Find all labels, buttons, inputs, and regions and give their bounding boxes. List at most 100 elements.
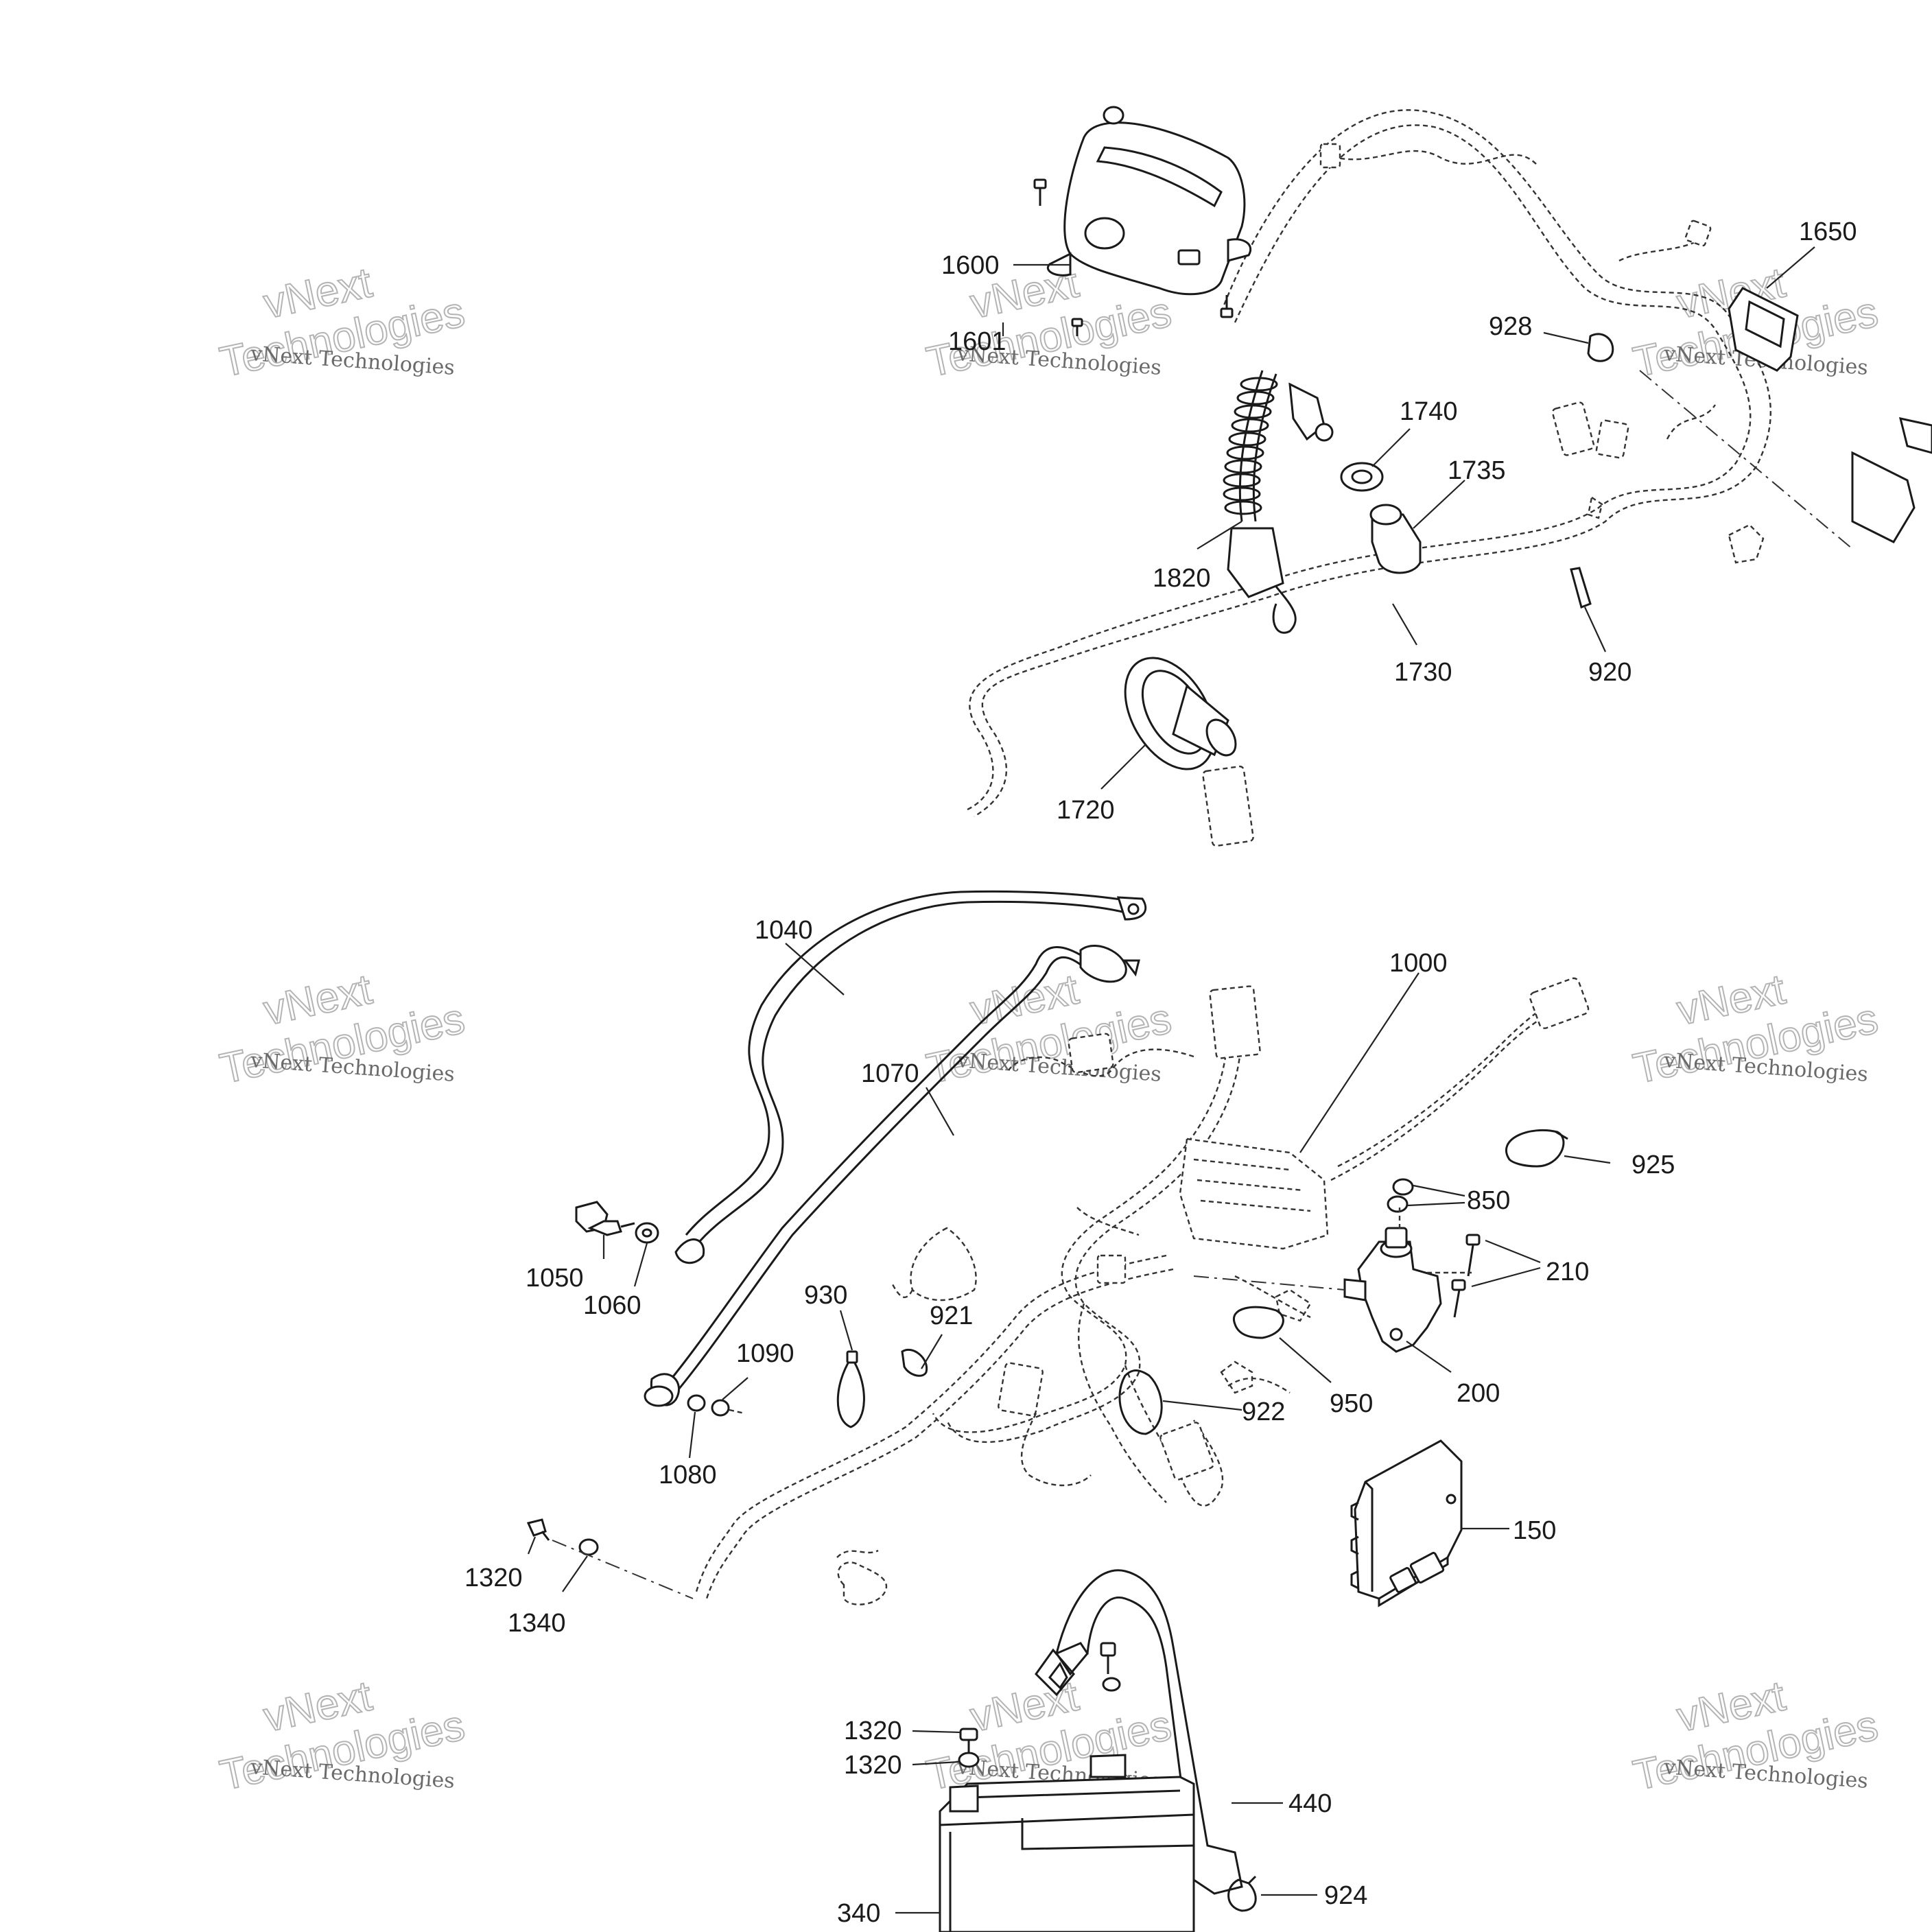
- part-label-1080: 1080: [659, 1461, 717, 1489]
- part-label-1320: 1320: [844, 1717, 902, 1745]
- washer-1060: [635, 1222, 659, 1244]
- part-label-1050: 1050: [526, 1264, 584, 1293]
- leader-line: [1485, 1239, 1541, 1264]
- leader-line: [1584, 606, 1606, 652]
- solenoid-200: [1193, 1208, 1472, 1353]
- part-label-928: 928: [1489, 312, 1532, 341]
- leader-line: [1299, 972, 1419, 1153]
- harness-connector: [1595, 419, 1629, 459]
- screw-210: [1451, 1234, 1481, 1318]
- grommet-1720: [1124, 657, 1237, 770]
- nut-1080: [687, 1394, 706, 1412]
- harness-connector: [1159, 1422, 1214, 1481]
- harness-connector: [1068, 1033, 1114, 1074]
- leader-line: [912, 1730, 961, 1734]
- leader-line: [1564, 1155, 1611, 1164]
- leader-line: [912, 1760, 960, 1766]
- tie-930: [836, 1350, 865, 1428]
- leader-line: [1162, 1400, 1242, 1411]
- leader-line: [562, 1555, 588, 1592]
- part-label-1601: 1601: [948, 327, 1006, 356]
- leader-line: [1543, 331, 1589, 344]
- leader-line: [527, 1536, 537, 1555]
- part-label-1820: 1820: [1153, 564, 1211, 593]
- part-label-340: 340: [837, 1899, 880, 1928]
- harness-connector: [1684, 220, 1712, 247]
- harness-connector: [998, 1362, 1044, 1417]
- part-label-1320: 1320: [464, 1564, 523, 1592]
- part-label-950: 950: [1330, 1389, 1373, 1418]
- harness-connector: [1209, 985, 1261, 1059]
- ignition-switch: [1084, 217, 1125, 250]
- part-label-922: 922: [1242, 1398, 1285, 1426]
- part-label-1000: 1000: [1389, 949, 1448, 978]
- center-line: [1639, 370, 1853, 550]
- part-label-440: 440: [1288, 1789, 1332, 1818]
- tie-924: [1227, 1875, 1257, 1912]
- leader-line: [1392, 603, 1417, 646]
- tie-925: [1505, 1129, 1568, 1168]
- part-label-200: 200: [1457, 1379, 1500, 1408]
- part-label-1340: 1340: [508, 1609, 566, 1638]
- leader-line: [1413, 1184, 1465, 1197]
- leader-line: [1371, 428, 1411, 467]
- part-label-850: 850: [1467, 1186, 1510, 1215]
- part-label-1720: 1720: [1057, 796, 1115, 825]
- part-label-1090: 1090: [736, 1339, 794, 1368]
- part-label-1060: 1060: [583, 1291, 641, 1320]
- washer: [1103, 106, 1124, 125]
- part-label-1735: 1735: [1448, 456, 1506, 485]
- cable-1040: [674, 890, 1147, 1264]
- ecu-150: [1350, 1439, 1463, 1607]
- harness-connector: [1319, 143, 1341, 169]
- part-label-1320: 1320: [844, 1751, 902, 1780]
- leader-line: [1407, 1201, 1465, 1207]
- part-label-1040: 1040: [755, 916, 813, 945]
- part-label-1070: 1070: [861, 1059, 919, 1088]
- main-harness-1000: [695, 977, 1590, 1605]
- leader-line: [785, 943, 845, 996]
- harness-connector: [1529, 977, 1590, 1029]
- leader-line: [1413, 480, 1465, 529]
- battery-340: [939, 1754, 1195, 1932]
- washer-1090: [711, 1399, 730, 1417]
- clip-921: [901, 1348, 928, 1377]
- leader-line: [1766, 246, 1815, 289]
- watermarks: vNext Technologies vNext Technologies vN…: [215, 258, 1883, 1800]
- part-label-1600: 1600: [941, 251, 1000, 280]
- watermark: vNext Technologies vNext Technologies: [1629, 1671, 1883, 1800]
- nut-1740: [1340, 462, 1384, 492]
- part-label-1730: 1730: [1394, 658, 1452, 687]
- cap-1735: [1369, 504, 1422, 574]
- leader-line: [1279, 1337, 1332, 1383]
- screw: [1071, 318, 1083, 336]
- leader-lines: [527, 246, 1815, 1914]
- part-label-210: 210: [1546, 1258, 1589, 1286]
- leader-line: [1471, 1267, 1541, 1288]
- watermark: vNext Technologies vNext Technologies: [215, 1671, 469, 1800]
- screw: [1220, 295, 1234, 318]
- part-label-920: 920: [1588, 658, 1631, 687]
- leader-line: [1100, 744, 1146, 790]
- watermark: vNext Technologies vNext Technologies: [1629, 965, 1883, 1094]
- part-label-150: 150: [1513, 1516, 1556, 1545]
- watermark: vNext Technologies vNext Technologies: [215, 258, 469, 387]
- bolt-1050: [575, 1201, 635, 1236]
- cable-1070: [644, 945, 1140, 1407]
- tether-cord-1820: [1223, 370, 1334, 634]
- harness-connector: [1096, 1254, 1127, 1284]
- watermark: vNext Technologies vNext Technologies: [922, 965, 1176, 1094]
- watermark: vNext Technologies vNext Technologies: [215, 965, 469, 1094]
- leader-line: [926, 1087, 954, 1136]
- part-label-930: 930: [804, 1281, 847, 1310]
- fuse-box: [1179, 1138, 1329, 1250]
- part-label-1740: 1740: [1400, 397, 1458, 426]
- coil-rings: [1223, 377, 1278, 515]
- part-label-921: 921: [930, 1301, 973, 1330]
- leader-line: [722, 1377, 749, 1400]
- tie-950: [1232, 1306, 1284, 1339]
- leader-line: [633, 1242, 648, 1287]
- leader-line: [1406, 1341, 1452, 1373]
- leader-line: [1197, 521, 1242, 550]
